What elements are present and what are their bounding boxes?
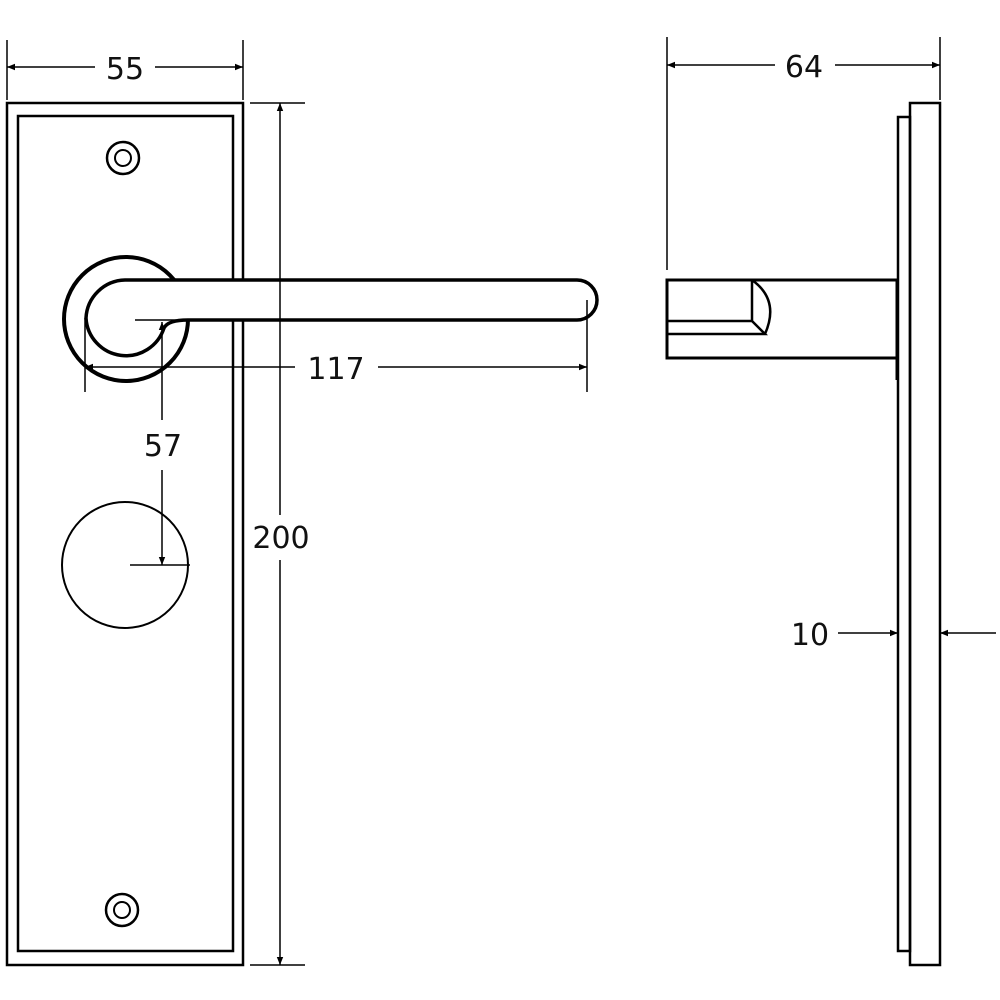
dim-plate-width: 55 (106, 52, 144, 87)
backplate-front-view (5, 101, 245, 967)
dim-projection: 64 (785, 50, 823, 85)
dim-centres: 57 (144, 429, 182, 464)
screw-hole-top (105, 140, 141, 176)
side-view (665, 101, 942, 967)
lever-handle (84, 278, 599, 358)
dim-plate-thickness: 10 (791, 618, 829, 653)
dim-lever-length: 117 (307, 352, 364, 387)
screw-hole-bottom (104, 892, 140, 928)
dim-plate-height: 200 (252, 521, 309, 556)
